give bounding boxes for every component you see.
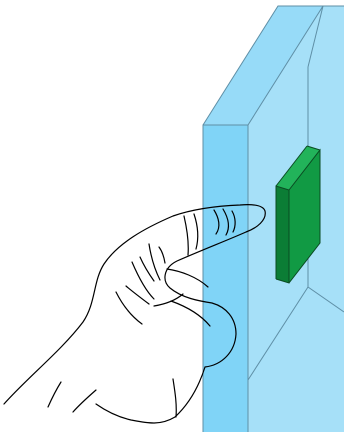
palm-line — [172, 378, 177, 418]
knuckle-line — [139, 256, 155, 282]
finger-tip-line — [231, 210, 236, 233]
knuckle-line — [193, 213, 199, 250]
green-block-side-face — [276, 186, 289, 283]
green-block-top-face — [276, 146, 320, 190]
hand-outline — [3, 204, 266, 424]
green-block-front-face — [289, 150, 320, 283]
glass-panel-icon — [202, 5, 344, 432]
glass-panel-edge — [202, 5, 324, 126]
glass-panel-top-face — [203, 6, 323, 125]
knuckle-line — [183, 215, 189, 256]
glass-panel-edge — [307, 5, 324, 68]
knuckle-line — [131, 261, 155, 300]
palm-line — [72, 389, 97, 413]
palm-line — [47, 381, 62, 408]
glass-panel-edge — [247, 286, 309, 381]
green-block-edge — [306, 145, 321, 151]
knuckle-line — [166, 268, 209, 288]
glass-panel-edge — [202, 124, 249, 432]
finger-tip-line — [213, 209, 220, 235]
hand-pointing-icon — [3, 204, 266, 424]
knuckle-line — [148, 243, 161, 281]
green-block-icon — [275, 145, 321, 284]
knuckle-line — [125, 285, 150, 305]
knuckle-line — [170, 300, 211, 327]
palm-line — [115, 291, 143, 325]
green-block-edge — [288, 148, 321, 284]
knuckle-line — [158, 246, 166, 264]
green-block-edge — [275, 145, 308, 187]
glass-panel-front-face — [203, 125, 248, 432]
knuckle-line — [153, 293, 184, 307]
finger-tip-line — [222, 208, 229, 236]
